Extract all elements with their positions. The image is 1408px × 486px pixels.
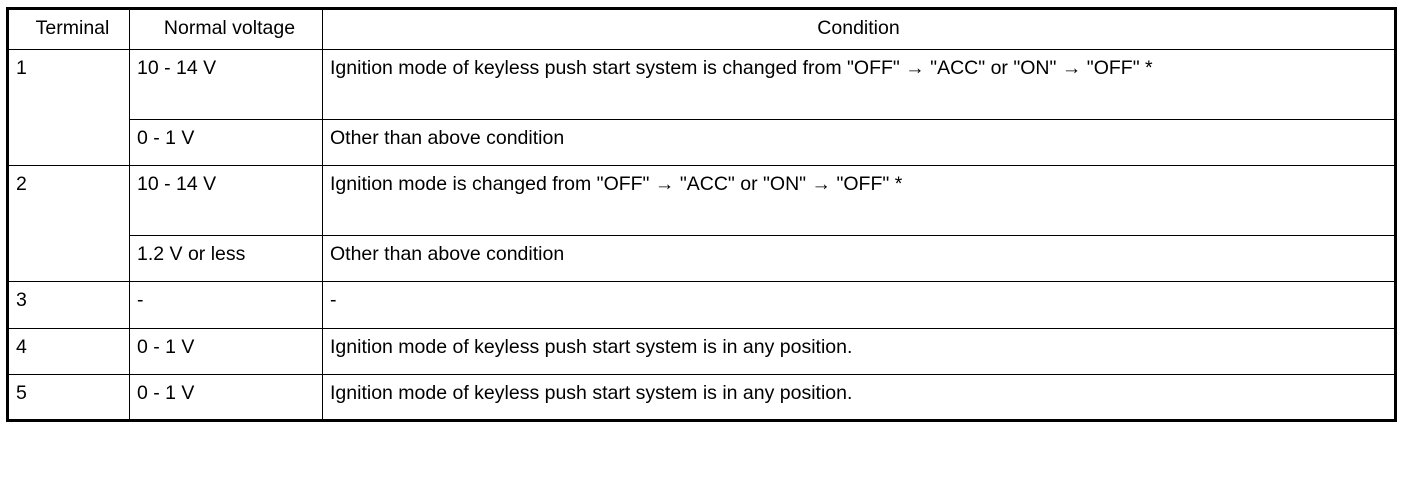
terminal-number: 2 [16,173,27,195]
table-row: 2 10 - 14 V Ignition mode is changed fro… [7,165,1396,282]
cell-normal-voltage: 0 - 1 V [129,119,323,166]
cell-condition: - [322,281,1396,329]
condition-text: Ignition mode of keyless push start syst… [330,382,853,404]
column-header-condition: Condition [322,8,1396,50]
table-row: 3 - - [7,281,1396,329]
table-row: 4 0 - 1 V Ignition mode of keyless push … [7,328,1396,375]
cell-condition: Ignition mode of keyless push start syst… [322,328,1396,375]
normal-voltage-value: - [137,289,144,311]
column-header-normal-voltage: Normal voltage [129,8,323,50]
cell-normal-voltage: 0 - 1 V [129,374,323,421]
terminal-number: 1 [16,57,27,79]
condition-text: - [330,289,337,311]
terminal-voltage-table: Terminal Normal voltage Condition 1 10 -… [6,7,1397,422]
cell-terminal: 1 [7,49,130,166]
terminal-number: 5 [16,382,27,404]
normal-voltage-value: 1.2 V or less [137,243,246,265]
cell-condition: Ignition mode of keyless push start syst… [322,49,1396,120]
table-row: 1 10 - 14 V Ignition mode of keyless pus… [7,49,1396,166]
condition-text: Ignition mode of keyless push start syst… [330,57,1153,79]
column-header-terminal: Terminal [7,8,130,50]
cell-normal-voltage: 0 - 1 V [129,328,323,375]
cell-normal-voltage: 10 - 14 V [129,49,323,120]
column-header-terminal-label: Terminal [35,17,110,39]
table-row: 5 0 - 1 V Ignition mode of keyless push … [7,374,1396,421]
cell-normal-voltage: 10 - 14 V [129,165,323,236]
table-row: 1.2 V or less Other than above condition [8,235,1396,282]
table-row: 0 - 1 V Other than above condition [8,119,1396,166]
condition-text: Ignition mode of keyless push start syst… [330,336,853,358]
normal-voltage-value: 10 - 14 V [137,173,217,195]
condition-text: Ignition mode is changed from "OFF" → "A… [330,173,903,195]
table-body: 1 10 - 14 V Ignition mode of keyless pus… [7,49,1396,421]
cell-condition: Other than above condition [322,119,1396,166]
condition-text: Other than above condition [330,243,565,265]
cell-condition: Ignition mode of keyless push start syst… [322,374,1396,421]
cell-normal-voltage: - [129,281,323,329]
column-header-normal-voltage-label: Normal voltage [163,17,296,39]
cell-terminal: 5 [7,374,130,421]
table-header-row: Terminal Normal voltage Condition [7,8,1396,50]
cell-condition: Ignition mode is changed from "OFF" → "A… [322,165,1396,236]
cell-terminal: 2 [7,165,130,282]
table-header: Terminal Normal voltage Condition [7,8,1396,50]
normal-voltage-value: 10 - 14 V [137,57,217,79]
column-header-condition-label: Condition [817,17,900,39]
normal-voltage-value: 0 - 1 V [137,127,195,149]
cell-condition: Other than above condition [322,235,1396,282]
terminal-number: 3 [16,289,27,311]
cell-terminal: 4 [7,328,130,375]
normal-voltage-value: 0 - 1 V [137,336,195,358]
cell-normal-voltage: 1.2 V or less [129,235,323,282]
normal-voltage-value: 0 - 1 V [137,382,195,404]
condition-text: Other than above condition [330,127,565,149]
terminal-number: 4 [16,336,27,358]
cell-terminal: 3 [7,281,130,329]
